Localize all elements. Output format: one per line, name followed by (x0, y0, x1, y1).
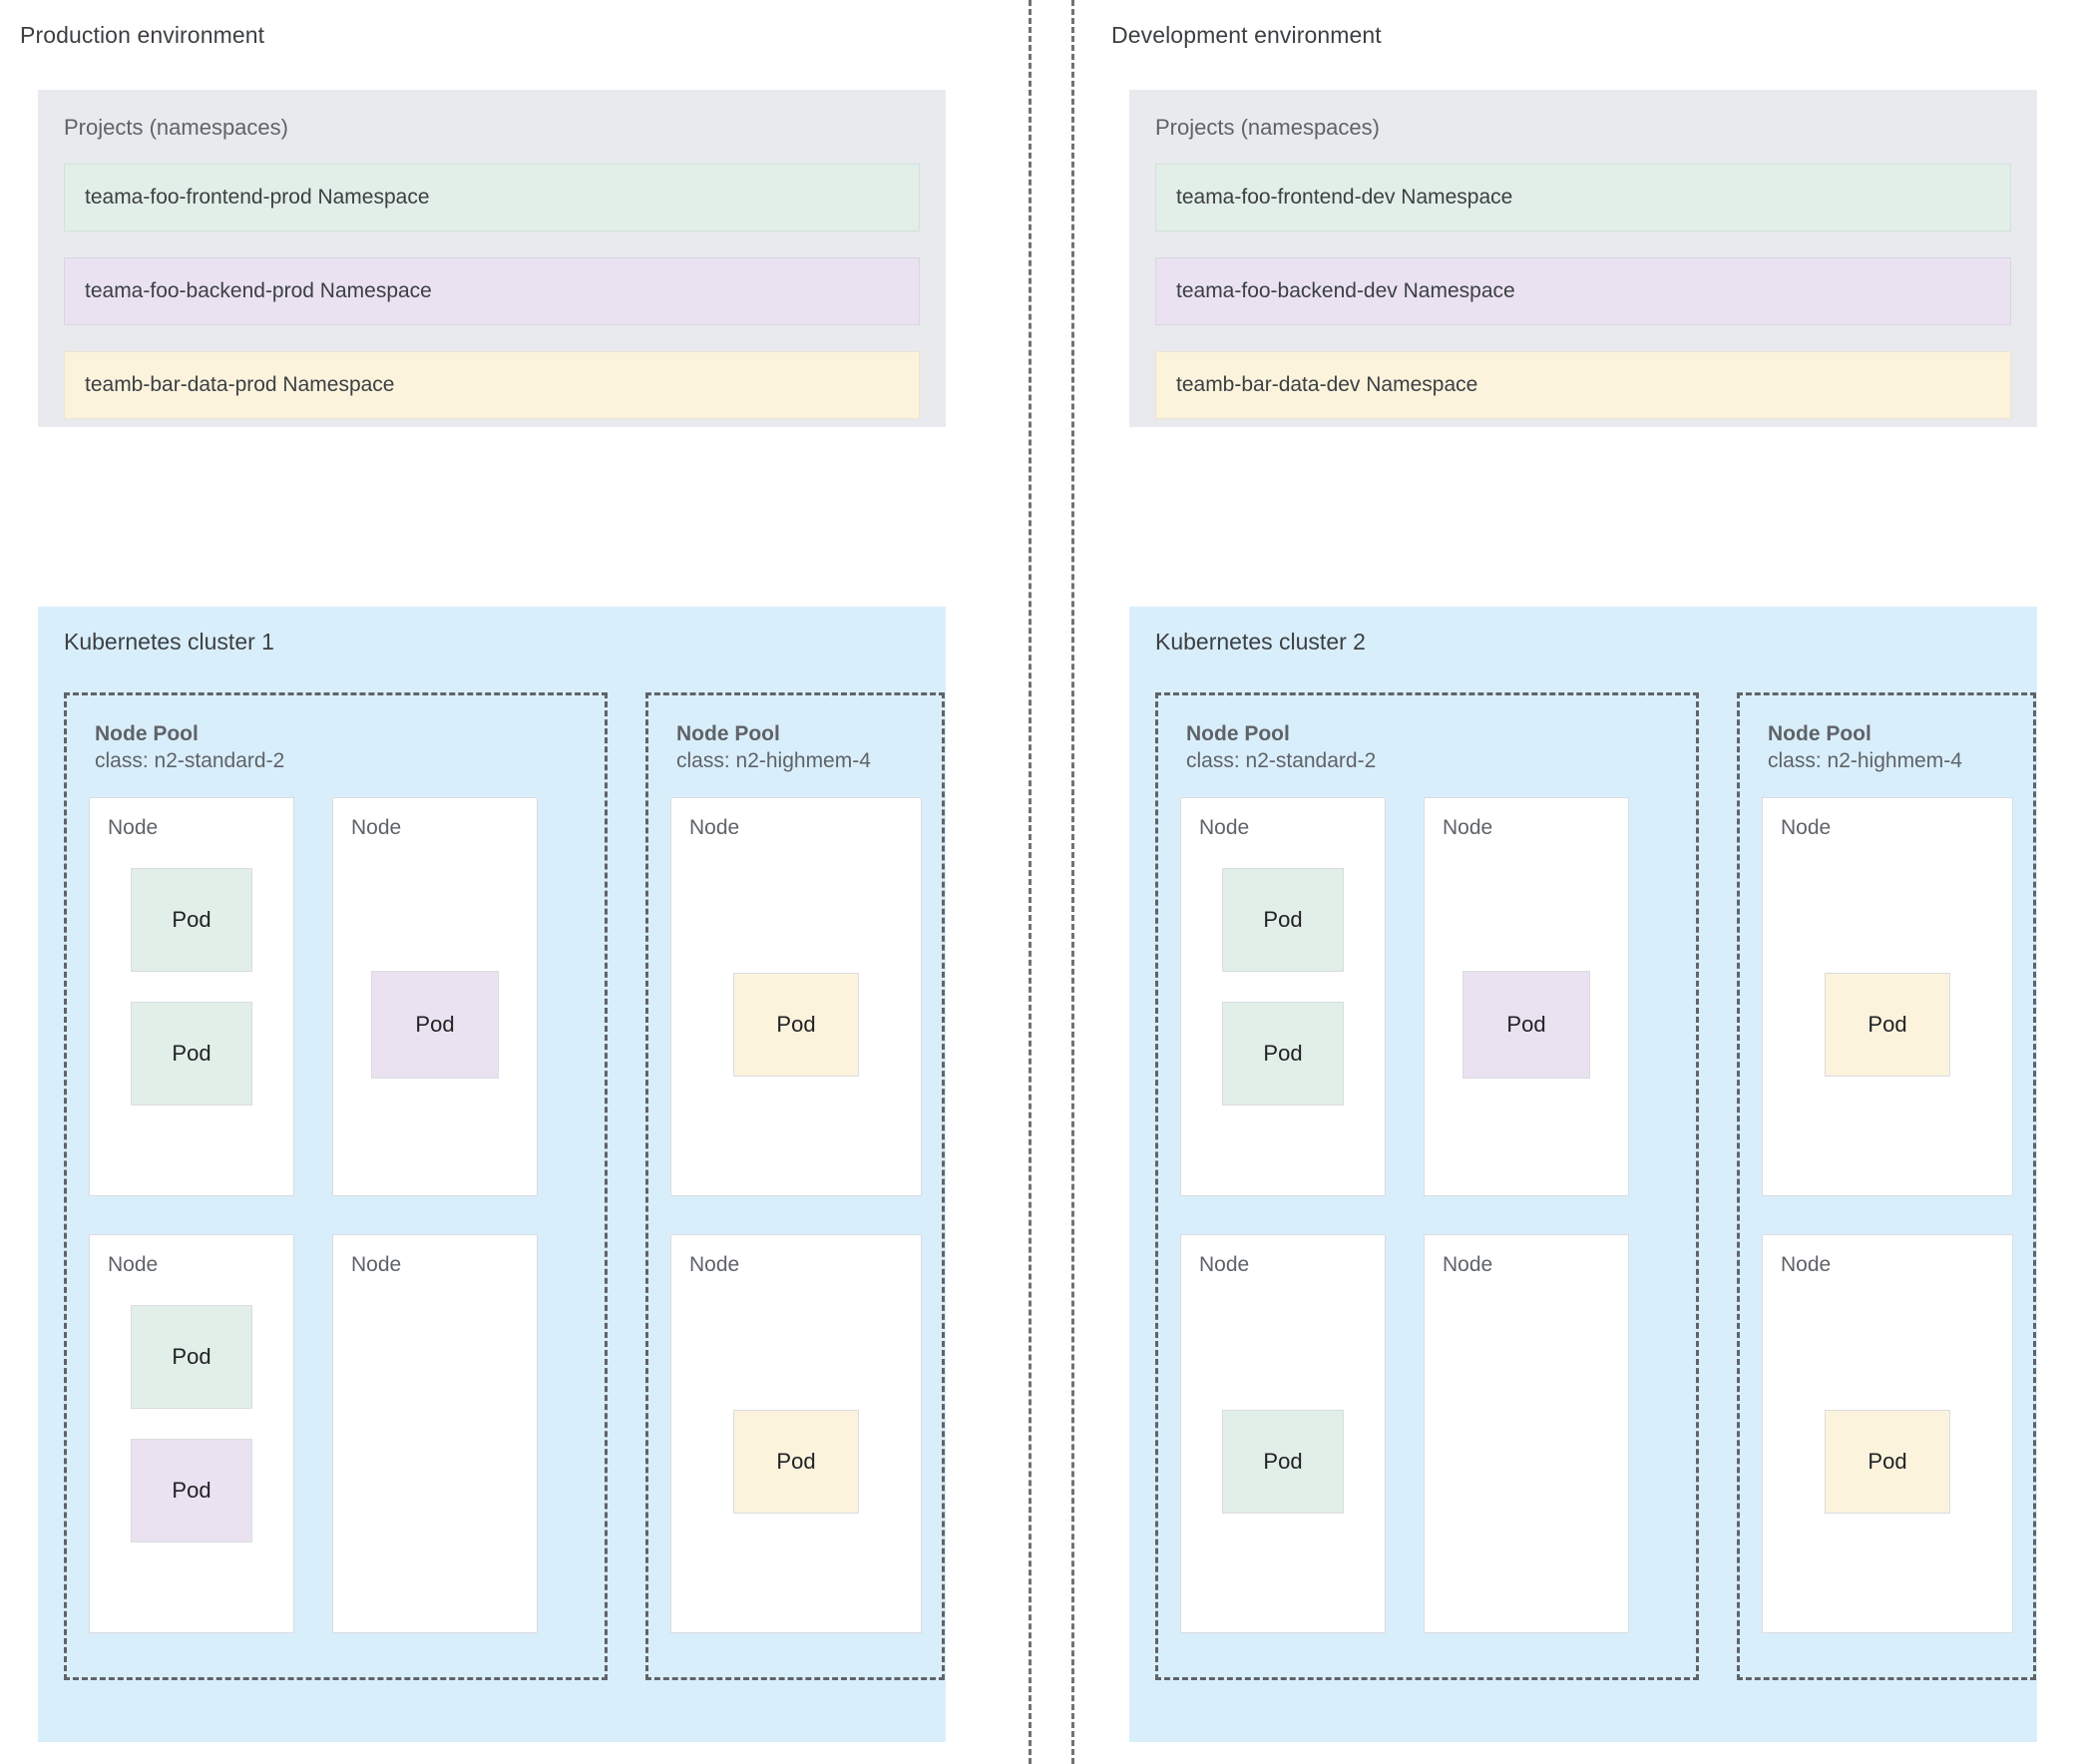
node-card[interactable]: Node (332, 1233, 538, 1633)
pod-box[interactable]: Pod (131, 867, 252, 972)
pod-box[interactable]: Pod (1825, 1409, 1950, 1514)
node-label: Node (1199, 815, 1250, 839)
node-card[interactable]: Node Pod (1762, 1233, 2013, 1633)
node-card[interactable]: Node Pod Pod (89, 1233, 294, 1633)
namespace-label: teamb-bar-data-prod Namespace (85, 373, 395, 396)
projects-panel: Projects (namespaces) teama-foo-frontend… (38, 90, 946, 427)
environment-title: Development environment (1111, 22, 1382, 48)
namespace-list: teama-foo-frontend-dev Namespace teama-f… (1155, 138, 2011, 419)
namespace-label: teama-foo-backend-dev Namespace (1176, 279, 1515, 302)
node-card[interactable]: Node Pod (1424, 796, 1629, 1196)
node-grid: Node Pod Pod Node Pod (89, 796, 584, 1633)
node-pool-class: class: n2-standard-2 (95, 748, 285, 772)
node-pod-area: Pod (671, 854, 921, 1195)
namespace-label: teama-foo-backend-prod Namespace (85, 279, 432, 302)
pod-box[interactable]: Pod (131, 1304, 252, 1409)
node-card[interactable]: Node Pod (670, 1233, 922, 1633)
node-card[interactable]: Node Pod (670, 796, 922, 1196)
namespace-box[interactable]: teama-foo-backend-dev Namespace (1155, 257, 2011, 325)
node-pool: Node Pool class: n2-standard-2 Node Pod … (1155, 692, 1699, 1680)
node-label: Node (108, 1252, 159, 1276)
node-pool: Node Pool class: n2-standard-2 Node Pod … (64, 692, 608, 1680)
node-label: Node (689, 815, 740, 839)
node-pod-area: Pod (1763, 854, 2012, 1195)
node-pod-area: Pod Pod (90, 1291, 293, 1632)
node-pod-area: Pod (1763, 1291, 2012, 1632)
node-label: Node (108, 815, 159, 839)
namespace-box[interactable]: teamb-bar-data-prod Namespace (64, 351, 920, 419)
namespace-box[interactable]: teamb-bar-data-dev Namespace (1155, 351, 2011, 419)
node-label: Node (1781, 815, 1832, 839)
pod-box[interactable]: Pod (131, 1438, 252, 1543)
node-pod-area: Pod (671, 1291, 921, 1632)
node-pod-area: Pod (333, 854, 537, 1195)
projects-panel-title: Projects (namespaces) (1155, 115, 1380, 140)
environment-divider-line-left (1029, 0, 1032, 1764)
kubernetes-cluster-panel: Kubernetes cluster 2 Node Pool class: n2… (1129, 607, 2037, 1742)
pod-box[interactable]: Pod (1222, 1001, 1344, 1105)
pod-box[interactable]: Pod (1462, 970, 1590, 1079)
node-label: Node (1443, 1252, 1493, 1276)
node-pool: Node Pool class: n2-highmem-4 Node Pod N… (645, 692, 945, 1680)
node-pod-area: Pod Pod (90, 854, 293, 1195)
pod-box[interactable]: Pod (1825, 972, 1950, 1077)
node-pod-area: Pod (1181, 1291, 1385, 1632)
environment-title: Production environment (20, 22, 265, 48)
node-pool-class: class: n2-standard-2 (1186, 748, 1377, 772)
namespace-label: teamb-bar-data-dev Namespace (1176, 373, 1478, 396)
production-environment-column: Production environment Projects (namespa… (0, 0, 986, 1764)
node-label: Node (351, 1252, 402, 1276)
namespace-box[interactable]: teama-foo-frontend-prod Namespace (64, 164, 920, 231)
node-card[interactable]: Node Pod (1762, 796, 2013, 1196)
projects-panel: Projects (namespaces) teama-foo-frontend… (1129, 90, 2037, 427)
node-label: Node (689, 1252, 740, 1276)
cluster-title: Kubernetes cluster 2 (1155, 629, 1366, 655)
namespace-box[interactable]: teama-foo-frontend-dev Namespace (1155, 164, 2011, 231)
development-environment-column: Development environment Projects (namesp… (1091, 0, 2077, 1764)
node-pod-area (1425, 1291, 1628, 1632)
node-pool-container: Node Pool class: n2-standard-2 Node Pod … (64, 692, 945, 1680)
node-grid: Node Pod Pod Node Pod (1180, 796, 1675, 1633)
node-pool-title: Node Pool (95, 722, 199, 745)
pod-box[interactable]: Pod (733, 972, 859, 1077)
node-label: Node (1443, 815, 1493, 839)
cluster-title: Kubernetes cluster 1 (64, 629, 274, 655)
node-pool: Node Pool class: n2-highmem-4 Node Pod N… (1737, 692, 2036, 1680)
environment-divider-line-right (1071, 0, 1074, 1764)
node-card[interactable]: Node (1424, 1233, 1629, 1633)
node-pod-area: Pod (1425, 854, 1628, 1195)
node-label: Node (1199, 1252, 1250, 1276)
node-label: Node (1781, 1252, 1832, 1276)
namespace-label: teama-foo-frontend-dev Namespace (1176, 186, 1513, 209)
node-pool-title: Node Pool (1768, 722, 1871, 745)
node-card[interactable]: Node Pod Pod (89, 796, 294, 1196)
node-card[interactable]: Node Pod (332, 796, 538, 1196)
node-pool-title: Node Pool (1186, 722, 1290, 745)
node-pool-container: Node Pool class: n2-standard-2 Node Pod … (1155, 692, 2036, 1680)
node-pool-class: class: n2-highmem-4 (1768, 748, 1962, 772)
node-card[interactable]: Node Pod Pod (1180, 796, 1386, 1196)
pod-box[interactable]: Pod (733, 1409, 859, 1514)
node-pool-title: Node Pool (676, 722, 780, 745)
pod-box[interactable]: Pod (1222, 1409, 1344, 1514)
node-pool-header: Node Pool class: n2-standard-2 (1186, 721, 1674, 775)
node-label: Node (351, 815, 402, 839)
namespace-label: teama-foo-frontend-prod Namespace (85, 186, 430, 209)
projects-panel-title: Projects (namespaces) (64, 115, 288, 140)
node-pool-header: Node Pool class: n2-standard-2 (95, 721, 583, 775)
namespace-box[interactable]: teama-foo-backend-prod Namespace (64, 257, 920, 325)
node-pool-class: class: n2-highmem-4 (676, 748, 871, 772)
pod-box[interactable]: Pod (371, 970, 499, 1079)
kubernetes-cluster-panel: Kubernetes cluster 1 Node Pool class: n2… (38, 607, 946, 1742)
node-grid: Node Pod Node Pod (670, 796, 922, 1633)
node-pool-header: Node Pool class: n2-highmem-4 (1768, 721, 2011, 775)
node-pool-header: Node Pool class: n2-highmem-4 (676, 721, 920, 775)
node-pod-area: Pod Pod (1181, 854, 1385, 1195)
node-pod-area (333, 1291, 537, 1632)
node-grid: Node Pod Node Pod (1762, 796, 2013, 1633)
pod-box[interactable]: Pod (131, 1001, 252, 1105)
node-card[interactable]: Node Pod (1180, 1233, 1386, 1633)
pod-box[interactable]: Pod (1222, 867, 1344, 972)
namespace-list: teama-foo-frontend-prod Namespace teama-… (64, 138, 920, 419)
